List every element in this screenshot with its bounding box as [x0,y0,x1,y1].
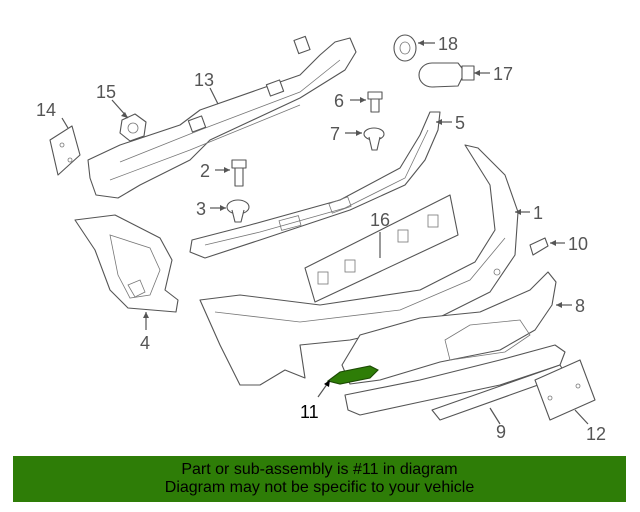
callout-16: 16 [370,210,390,230]
callout-10: 10 [568,234,588,254]
part-9-lower-reinforcement [344,344,567,421]
part-2-bolt [231,159,247,187]
part-18-grommet [393,34,417,62]
callout-17: 17 [493,64,513,84]
part-12-plate-bracket [534,359,596,421]
callout-14: 14 [36,100,56,120]
callout-13: 13 [194,70,214,90]
part-1-bumper-cover [199,144,519,386]
part-5-support-bracket [189,111,441,259]
callout-15: 15 [96,82,116,102]
callout-1: 1 [533,203,543,223]
banner-line-1: Part or sub-assembly is #11 in diagram [181,461,458,478]
callout-11: 11 [300,402,319,422]
callout-9: 9 [496,422,506,442]
part-6-bolt [367,91,383,113]
disclaimer-banner: Part or sub-assembly is #11 in diagram D… [13,456,626,502]
callout-6: 6 [334,91,344,111]
callout-7: 7 [330,124,340,144]
part-11-highlighted [326,365,379,385]
part-14-bracket-plate [49,125,81,176]
callout-12: 12 [586,424,606,444]
callout-3: 3 [196,199,206,219]
part-7-clip [363,127,385,151]
callout-5: 5 [455,113,465,133]
leader-lines [61,40,589,425]
part-4-side-bracket [74,214,179,313]
part-15-nut [119,113,147,142]
part-3-clip [226,199,250,223]
callout-8: 8 [575,296,585,316]
part-10-reflector [529,237,549,256]
part-17-sensor [418,62,475,88]
callout-4: 4 [140,333,150,353]
parts-diagram: 18 17 15 13 14 6 5 7 2 3 1 16 10 8 4 11 … [36,34,606,444]
part-8-diffuser [341,271,557,385]
banner-line-2: Diagram may not be specific to your vehi… [164,479,475,496]
callout-18: 18 [438,34,458,54]
callout-2: 2 [200,161,210,181]
part-13-reinforcement-bar [87,35,357,199]
part-16-clip-panel [304,194,459,303]
